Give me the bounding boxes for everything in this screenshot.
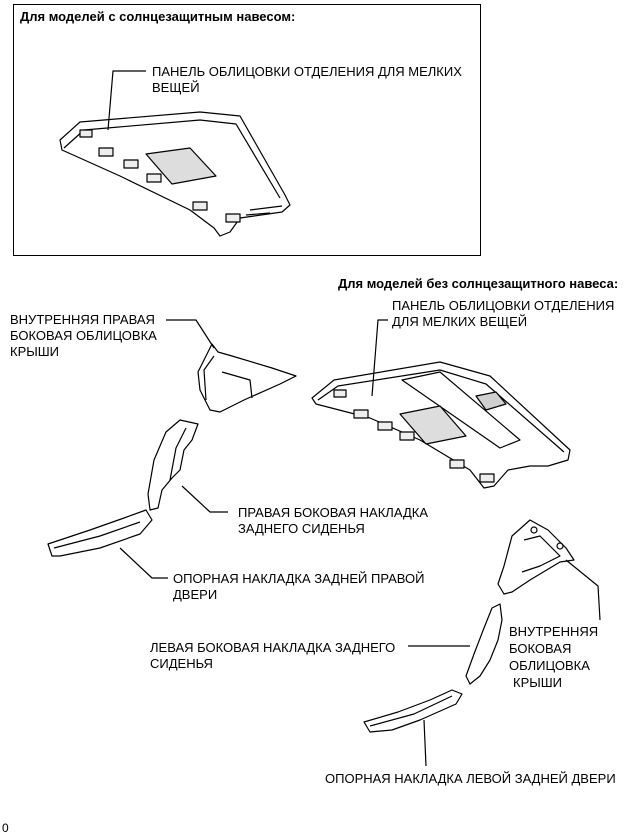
right-door-scuff-label-line1: ОПОРНАЯ НАКЛАДКА ЗАДНЕЙ ПРАВОЙ [173, 571, 425, 586]
right-door-scuff-drawing [47, 509, 153, 557]
left-roof-trim-label-line2: БОКОВАЯ [509, 641, 572, 656]
right-seat-trim-leader [181, 485, 228, 513]
right-seat-trim-label-line2: ЗАДНЕГО СИДЕНЬЯ [238, 521, 365, 536]
right-door-scuff-label-line2: ДВЕРИ [173, 587, 218, 602]
left-seat-trim-label-line1: ЛЕВАЯ БОКОВАЯ НАКЛАДКА ЗАДНЕГО [150, 640, 396, 655]
right-door-scuff-leader [119, 547, 168, 579]
package-tray-drawing [311, 361, 571, 489]
package-tray-label-line1: ПАНЕЛЬ ОБЛИЦОВКИ ОТДЕЛЕНИЯ [392, 298, 615, 313]
package-tray-label-line2: ДЛЯ МЕЛКИХ ВЕЩЕЙ [392, 314, 528, 329]
left-roof-trim-drawing [497, 519, 575, 595]
right-seat-trim-drawing [147, 419, 199, 511]
inset-package-tray-label-line1: ПАНЕЛЬ ОБЛИЦОВКИ ОТДЕЛЕНИЯ ДЛЯ МЕЛКИХ [152, 64, 462, 79]
left-door-scuff-label: ОПОРНАЯ НАКЛАДКА ЛЕВОЙ ЗАДНЕЙ ДВЕРИ [325, 771, 616, 786]
right-roof-trim-label-line3: КРЫШИ [10, 344, 60, 359]
left-roof-trim-leader [565, 559, 601, 621]
package-tray-leader [371, 319, 388, 397]
inset-package-tray-drawing [59, 111, 291, 237]
right-seat-trim-label-line1: ПРАВАЯ БОКОВАЯ НАКЛАДКА [238, 505, 428, 520]
right-roof-trim-label-line1: ВНУТРЕННЯЯ ПРАВАЯ [10, 312, 155, 327]
left-seat-trim-drawing [465, 603, 503, 685]
left-roof-trim-label-line4: КРЫШИ [513, 675, 563, 690]
left-door-scuff-leader [423, 719, 427, 767]
main-heading: Для моделей без солнцезащитного навеса: [338, 276, 619, 291]
inset-package-tray-leader [107, 70, 146, 131]
left-seat-trim-label-line2: СИДЕНЬЯ [150, 656, 213, 671]
right-roof-trim-leader [166, 319, 215, 349]
left-roof-trim-label-line3: ОБЛИЦОВКА [509, 658, 590, 673]
inset-heading: Для моделей с солнцезащитным навесом: [20, 9, 296, 24]
right-roof-trim-label-line2: БОКОВАЯ ОБЛИЦОВКА [10, 328, 157, 343]
left-door-scuff-drawing [363, 689, 463, 733]
figure-code: 0 [2, 821, 9, 835]
inset-package-tray-label-line2: ВЕЩЕЙ [152, 80, 200, 95]
left-roof-trim-label-line1: ВНУТРЕННЯЯ [509, 624, 599, 639]
right-roof-trim-drawing [197, 343, 297, 413]
sunshade-inset-frame [13, 4, 481, 256]
